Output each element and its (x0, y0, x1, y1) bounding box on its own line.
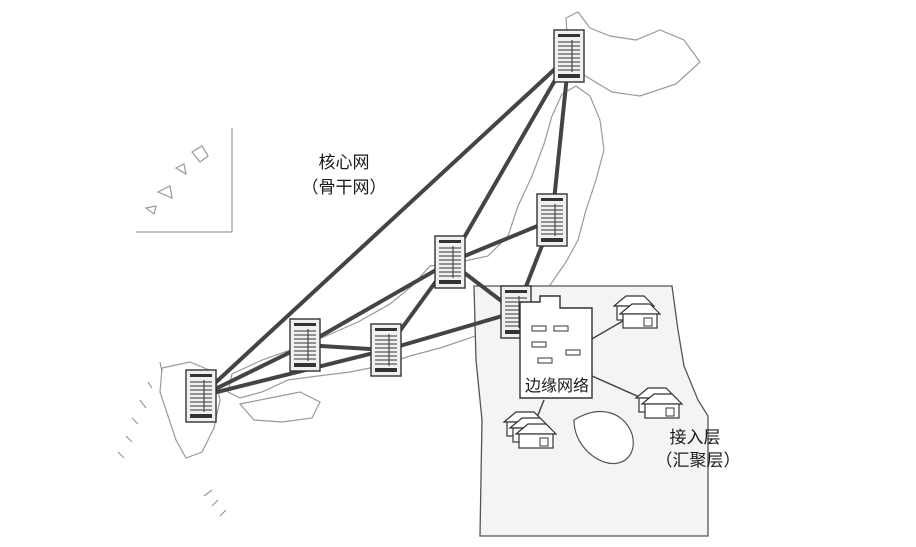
access-layer-sublabel: （汇聚层） (655, 451, 741, 471)
core-network-label: 核心网 (318, 153, 370, 173)
server-rack-icon (185, 369, 217, 423)
bay-outline (573, 411, 634, 465)
server-rack-icon (434, 235, 466, 289)
link-kyushu-hiroshima (199, 343, 307, 398)
edge-network-label: 边缘网络 (524, 376, 589, 395)
core-network-sublabel: （骨干网） (301, 178, 387, 198)
server-rack-icon (553, 29, 585, 83)
server-rack-icon (370, 323, 402, 377)
server-rack-icon (536, 193, 568, 247)
link-sendai-kanazawa (448, 218, 554, 264)
link-kyushu-tohoku (199, 54, 571, 398)
server-rack-icon (289, 318, 321, 372)
link-kyushu-osaka (199, 348, 388, 398)
link-tokyo-osaka (384, 310, 518, 352)
office-building-icon (519, 295, 593, 399)
link-tohoku-nagoya (448, 54, 571, 264)
access-layer-label: 接入层 (669, 428, 721, 448)
link-tohoku-sendai (550, 54, 571, 222)
link-kanazawa-hiroshima (303, 260, 452, 347)
